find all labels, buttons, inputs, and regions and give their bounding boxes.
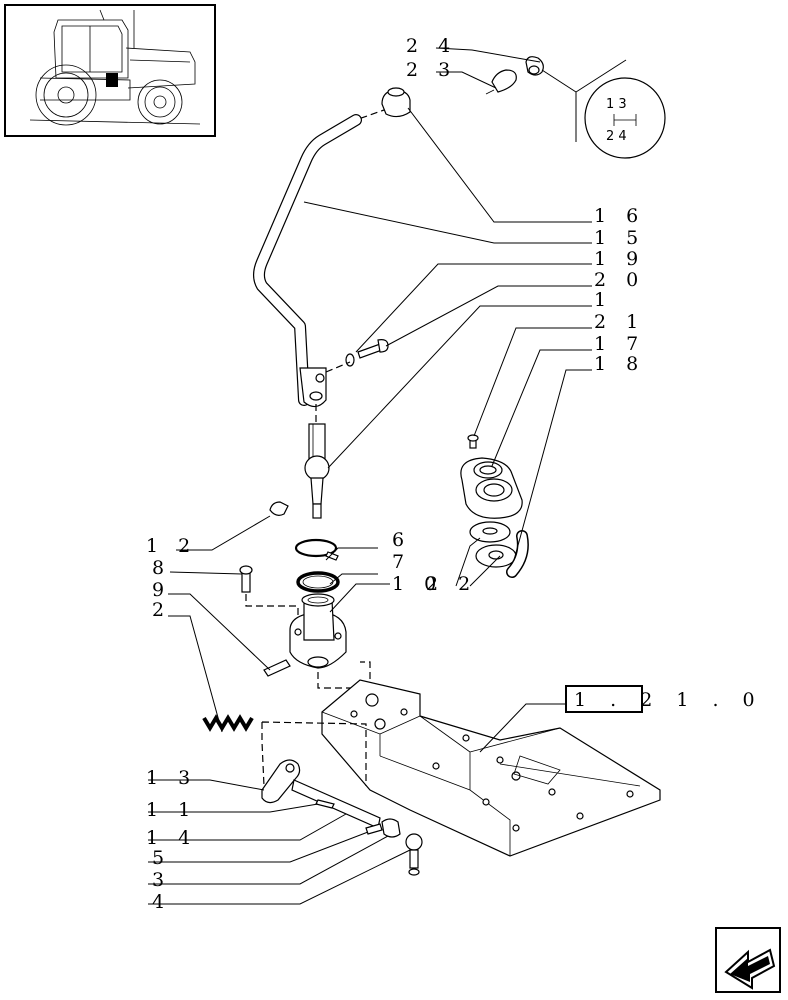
callout-7: 7 <box>392 551 411 573</box>
tractor-thumbnail-icon[interactable] <box>4 4 216 137</box>
screw-21 <box>467 434 479 449</box>
leader-lines <box>148 47 592 905</box>
washer-22 <box>469 521 517 568</box>
knob-cap-24 <box>525 56 577 93</box>
frame-plate <box>321 679 661 857</box>
gear-pattern-top: 1 3 <box>606 97 627 112</box>
callout-15: 1 5 <box>594 227 645 249</box>
pin-12 <box>269 501 289 516</box>
bolt-8 <box>239 565 299 626</box>
callout-20: 2 0 <box>594 269 645 291</box>
callout-9: 9 <box>152 579 171 601</box>
bolt-20 <box>325 339 389 373</box>
callout-13: 1 3 <box>146 767 197 789</box>
callout-1: 1 <box>594 289 613 311</box>
callout-24: 2 4 <box>406 35 457 57</box>
gear-pattern-bottom: 2 4 <box>606 129 627 144</box>
hose-18 <box>506 530 529 578</box>
reference-link-1-21-0[interactable]: 1 . 2 1 . 0 <box>565 685 764 713</box>
callout-8: 8 <box>152 557 171 579</box>
reference-label: 1 . 2 1 . 0 <box>574 689 764 711</box>
callout-11: 1 1 <box>146 799 197 821</box>
callout-3: 3 <box>152 869 171 891</box>
callout-18: 1 8 <box>594 353 645 375</box>
pin-11 <box>315 799 335 809</box>
callout-12: 1 2 <box>146 535 197 557</box>
callout-6: 6 <box>392 529 411 551</box>
circlip-6 <box>294 538 339 561</box>
gear-pattern-plate: 1 3 2 4 <box>575 59 666 159</box>
callout-16: 1 6 <box>594 205 645 227</box>
callout-22: 2 2 <box>426 573 477 595</box>
previous-page-arrow-icon[interactable] <box>715 927 781 993</box>
callout-17: 1 7 <box>594 333 645 355</box>
callout-14: 1 4 <box>146 827 197 849</box>
ball-joint-4 <box>405 833 423 876</box>
callout-labels: 2 4 2 3 1 6 1 5 1 9 2 0 1 2 1 1 7 1 8 1 … <box>146 35 645 913</box>
callout-21: 2 1 <box>594 311 645 333</box>
callout-23: 2 3 <box>406 59 457 81</box>
housing-10 <box>289 593 347 669</box>
gear-lever-15 <box>253 114 362 408</box>
pin-5 <box>365 823 383 835</box>
callout-2: 2 <box>152 599 171 621</box>
callout-5: 5 <box>152 847 171 869</box>
callout-19: 1 9 <box>594 248 645 270</box>
boot-17 <box>460 457 523 519</box>
knob-23 <box>485 69 517 95</box>
shaft-1 <box>304 404 330 519</box>
callout-10: 1 0 <box>392 573 443 595</box>
pin-9 <box>263 659 291 677</box>
callout-4: 4 <box>152 891 171 913</box>
collar-3 <box>381 818 401 838</box>
spring-2 <box>202 714 254 732</box>
